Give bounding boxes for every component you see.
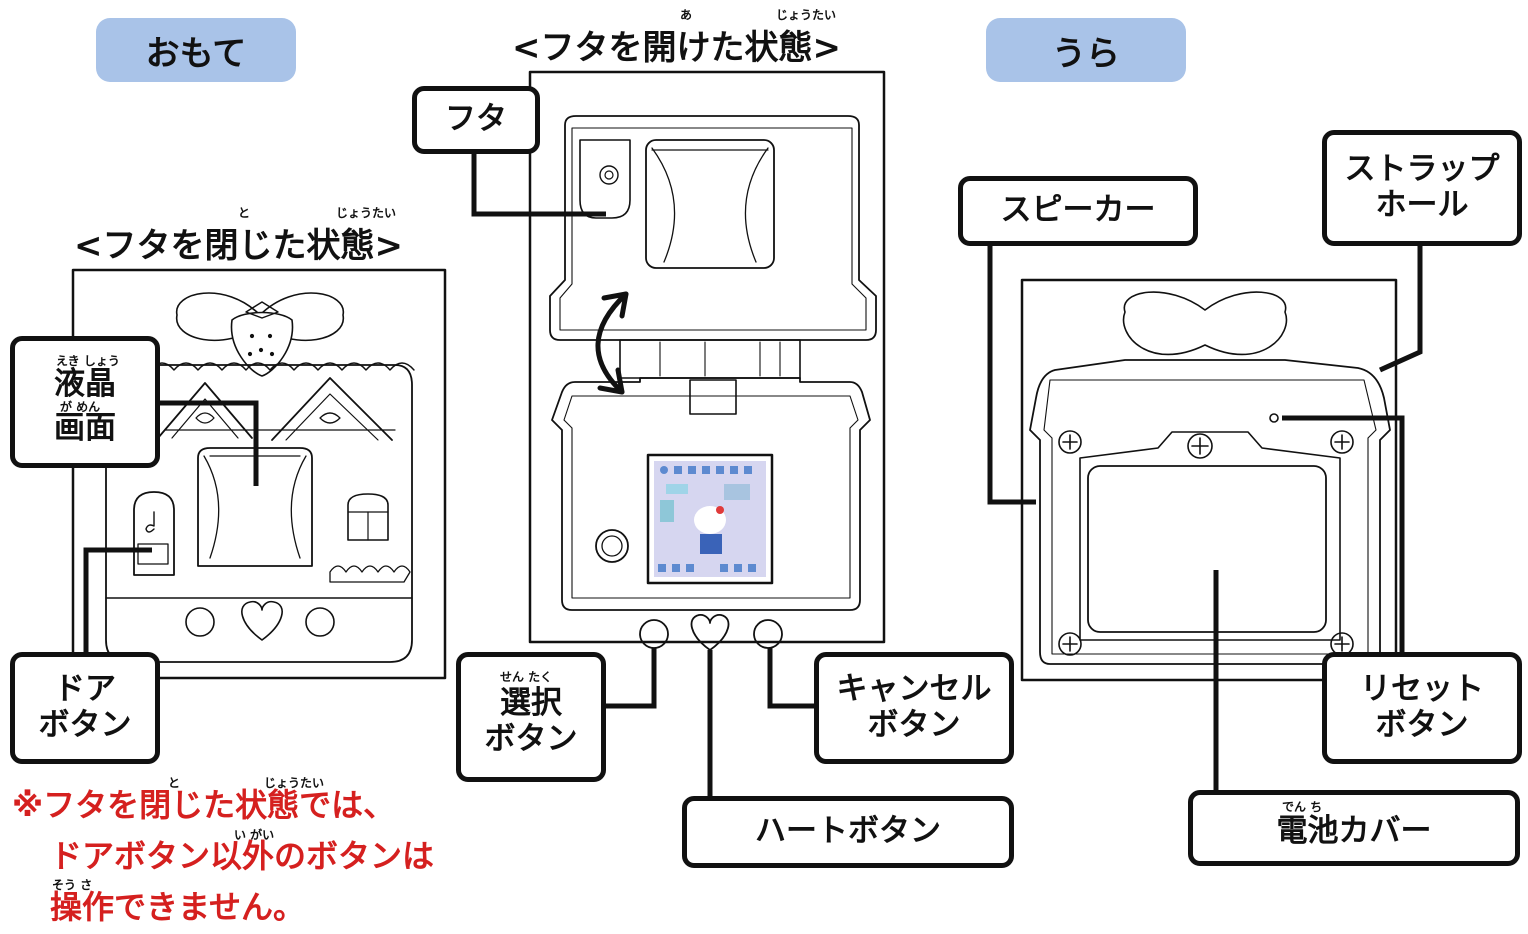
open-device-illustration: [528, 70, 886, 651]
gable-right: [271, 377, 393, 441]
closed-right-button: [305, 607, 335, 637]
note-line-3: 操作できません。: [50, 888, 306, 927]
lcd-icons: [658, 466, 756, 572]
lid-outline: [549, 115, 877, 341]
operation-note: ※フタを閉じた状態では、 ドアボタン以外のボタンは 操作できません。: [12, 780, 434, 934]
note-ruby-to: と: [168, 776, 181, 790]
battery-cover: [1087, 465, 1327, 633]
closed-state-ruby-joutai: じょうたい: [336, 206, 397, 220]
leader-lines: [83, 150, 1423, 796]
closed-device-illustration: [71, 268, 447, 680]
select-button-shape: [639, 619, 669, 649]
open-arrow-icon: [595, 291, 629, 395]
leader-cancel: [767, 648, 814, 709]
lcd-ruby-ekishou: えき しょう: [56, 354, 120, 368]
note-line-1: ※フタを閉じた状態では、: [12, 786, 396, 824]
reset-hole: [1269, 413, 1279, 423]
callout-futa: フタ: [412, 86, 540, 154]
lid-window: [645, 139, 775, 269]
note-line-2: ドアボタン以外のボタンは: [50, 837, 435, 876]
callout-reset-button: リセットボタン: [1322, 652, 1522, 764]
strawberry-icon: [230, 311, 294, 377]
door-shape: [133, 491, 175, 576]
note-ruby-sousa: そう さ: [52, 878, 93, 892]
callout-speaker: スピーカー: [958, 176, 1198, 246]
lcd-ruby-gamen: が めん: [60, 400, 101, 414]
lcd-screen-bezel: [646, 453, 774, 585]
leader-lcd: [160, 400, 259, 486]
note-ruby-igai: い がい: [234, 828, 275, 842]
cancel-button-shape: [753, 619, 783, 649]
open-state-title: <フタを開けた状態>: [512, 28, 841, 68]
heart-button-shape: [690, 614, 730, 651]
closed-state-title: <フタを閉じた状態>: [74, 226, 403, 266]
leader-door: [83, 547, 152, 652]
small-window: [347, 493, 389, 541]
callout-door-button: ドアボタン: [10, 652, 160, 764]
closed-heart-button: [241, 600, 283, 641]
battery-cover-plate: [1079, 431, 1341, 641]
closed-device-frame: [71, 268, 447, 680]
hinge: [619, 339, 801, 379]
note-ruby-joutai: じょうたい: [264, 776, 325, 790]
back-body: [1029, 359, 1391, 665]
leader-reset: [1282, 415, 1405, 655]
battery-ruby-denchi: でん ち: [1282, 800, 1323, 814]
open-state-ruby-a: あ: [680, 8, 693, 22]
back-device-frame: [1020, 278, 1398, 682]
select-ruby-sentaku: せん たく: [500, 670, 553, 684]
gable-left: [157, 382, 253, 439]
callout-strap-hole: ストラップホール: [1322, 130, 1522, 246]
closed-state-ruby-to: と: [238, 206, 251, 220]
leader-strap: [1378, 244, 1423, 373]
callout-battery-cover: 電池カバー: [1188, 790, 1520, 866]
lid-camera: [579, 139, 631, 219]
base-outline: [551, 377, 871, 611]
leader-speaker: [987, 244, 1036, 505]
open-device-frame: [528, 70, 886, 644]
callout-cancel-button: キャンセルボタン: [814, 652, 1014, 764]
back-device-illustration: [1020, 278, 1398, 682]
front-header: おもて: [96, 18, 296, 82]
lcd-window: [197, 447, 313, 567]
open-speaker-circle: [595, 529, 629, 563]
back-header: うら: [986, 18, 1186, 82]
callout-heart-button: ハートボタン: [682, 796, 1014, 868]
closed-left-button: [185, 607, 215, 637]
screw-icons: [1058, 430, 1354, 656]
leader-select: [606, 648, 657, 709]
callout-lcd-screen: 液晶画面: [10, 336, 160, 468]
open-state-ruby-joutai: じょうたい: [776, 8, 837, 22]
leader-futa: [471, 150, 606, 217]
callout-select-button: 選択ボタン: [456, 652, 606, 782]
back-bow: [1122, 291, 1288, 356]
